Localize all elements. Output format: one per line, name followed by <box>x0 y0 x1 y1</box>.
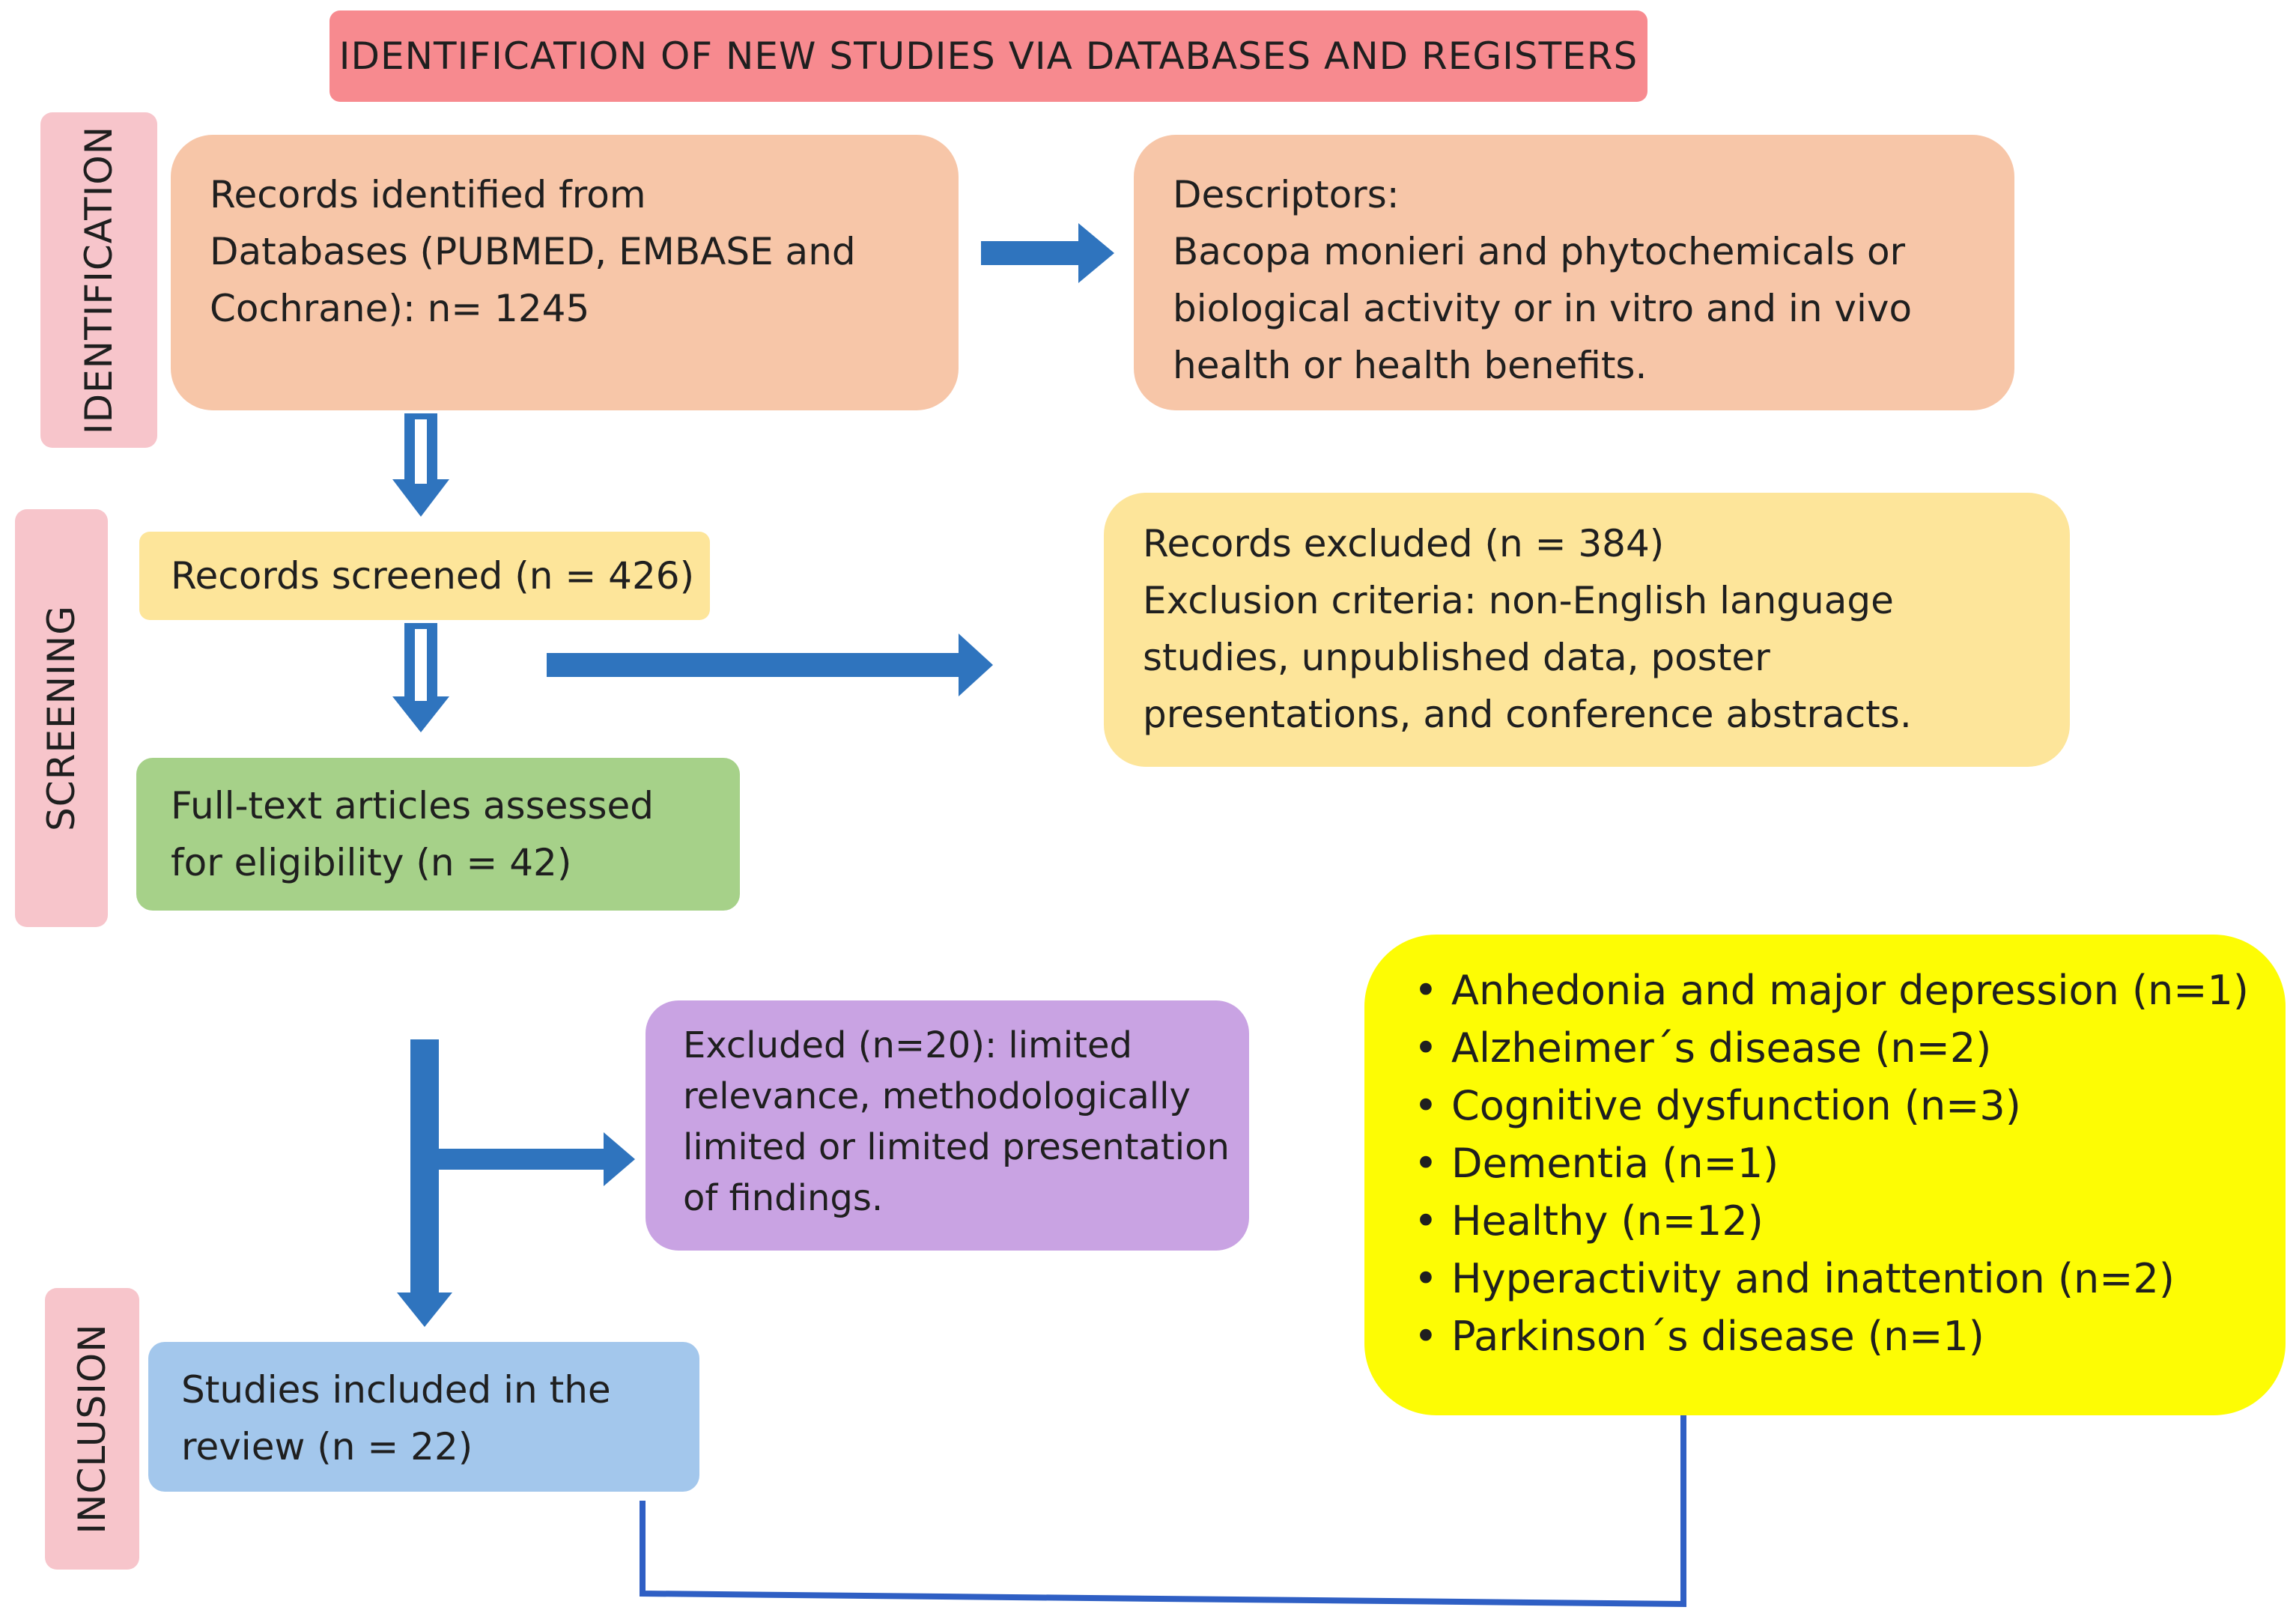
condition-text: Parkinson´s disease (n=1) <box>1451 1313 1984 1360</box>
excluded-20-line-3: limited or limited presentation <box>683 1126 1230 1168</box>
condition-text: Dementia (n=1) <box>1451 1140 1779 1187</box>
included-line-1: Studies included in the <box>181 1368 611 1412</box>
excluded-20-line-4: of findings. <box>683 1177 884 1219</box>
condition-text: Anhedonia and major depression (n=1) <box>1451 967 2249 1014</box>
arrow-right-excluded <box>547 634 993 696</box>
records-excluded-line-4: presentations, and conference abstracts. <box>1143 693 1912 736</box>
included-line-2: review (n = 22) <box>181 1425 473 1468</box>
diagram-title: IDENTIFICATION OF NEW STUDIES VIA DATABA… <box>329 10 1647 102</box>
conditions-list: • Anhedonia and major depression (n=1) • A… <box>1414 962 2286 1365</box>
bullet-icon: • <box>1414 967 1438 1014</box>
condition-text: Cognitive dysfunction (n=3) <box>1451 1082 2021 1129</box>
condition-item: • Hyperactivity and inattention (n=2) <box>1414 1250 2286 1307</box>
descriptors-line-2: Bacopa monieri and phytochemicals or <box>1173 230 1906 273</box>
bullet-icon: • <box>1414 1140 1438 1187</box>
fulltext-assessed-box: Full-text articles assessed for eligibil… <box>136 758 740 911</box>
bullet-icon: • <box>1414 1255 1438 1302</box>
records-excluded-line-1: Records excluded (n = 384) <box>1143 522 1665 565</box>
condition-text: Healthy (n=12) <box>1451 1197 1764 1245</box>
descriptors-line-3: biological activity or in vitro and in v… <box>1173 287 1913 330</box>
descriptors-box: Descriptors: Bacopa monieri and phytoche… <box>1134 135 2014 410</box>
condition-text: Hyperactivity and inattention (n=2) <box>1451 1255 2175 1302</box>
fulltext-line-2: for eligibility (n = 42) <box>171 841 572 884</box>
arrow-right-excluded20 <box>439 1132 635 1186</box>
condition-item: • Parkinson´s disease (n=1) <box>1414 1307 2286 1365</box>
records-excluded-line-2: Exclusion criteria: non-English language <box>1143 579 1894 622</box>
condition-item: • Healthy (n=12) <box>1414 1192 2286 1250</box>
bullet-icon: • <box>1414 1313 1438 1360</box>
stage-identification: IDENTIFICATION <box>40 112 157 448</box>
records-identified-line-2: Databases (PUBMED, EMBASE and <box>210 230 856 273</box>
arrow-right-descriptors <box>981 223 1114 283</box>
studies-included-box: Studies included in the review (n = 22) <box>148 1342 699 1492</box>
records-screened-text: Records screened (n = 426) <box>171 554 695 598</box>
arrow-down-included <box>397 1039 452 1327</box>
condition-item: • Cognitive dysfunction (n=3) <box>1414 1077 2286 1134</box>
excluded-20-line-2: relevance, methodologically <box>683 1075 1191 1117</box>
connector-included-conditions <box>640 1415 1686 1608</box>
bullet-icon: • <box>1414 1024 1438 1072</box>
descriptors-line-1: Descriptors: <box>1173 173 1400 216</box>
fulltext-line-1: Full-text articles assessed <box>171 784 654 827</box>
condition-item: • Dementia (n=1) <box>1414 1134 2286 1192</box>
stage-screening: SCREENING <box>15 509 108 927</box>
bullet-icon: • <box>1414 1197 1438 1245</box>
descriptors-line-4: health or health benefits. <box>1173 344 1647 387</box>
records-screened-box: Records screened (n = 426) <box>139 532 710 620</box>
bullet-icon: • <box>1414 1082 1438 1129</box>
stage-inclusion: INCLUSION <box>45 1288 139 1570</box>
records-identified-line-3: Cochrane): n= 1245 <box>210 287 590 330</box>
arrow-down-fulltext-hollow <box>415 629 427 701</box>
records-excluded-line-3: studies, unpublished data, poster <box>1143 636 1770 679</box>
excluded-20-line-1: Excluded (n=20): limited <box>683 1024 1132 1066</box>
arrow-down-screened-hollow <box>415 419 427 484</box>
condition-text: Alzheimer´s disease (n=2) <box>1451 1024 1992 1072</box>
excluded-20-box: Excluded (n=20): limited relevance, meth… <box>646 1000 1249 1251</box>
records-excluded-box: Records excluded (n = 384) Exclusion cri… <box>1104 493 2070 767</box>
condition-item: • Anhedonia and major depression (n=1) <box>1414 962 2286 1019</box>
records-identified-box: Records identified from Databases (PUBME… <box>171 135 959 410</box>
records-identified-line-1: Records identified from <box>210 173 646 216</box>
conditions-box: • Anhedonia and major depression (n=1) • A… <box>1364 935 2286 1415</box>
condition-item: • Alzheimer´s disease (n=2) <box>1414 1019 2286 1077</box>
